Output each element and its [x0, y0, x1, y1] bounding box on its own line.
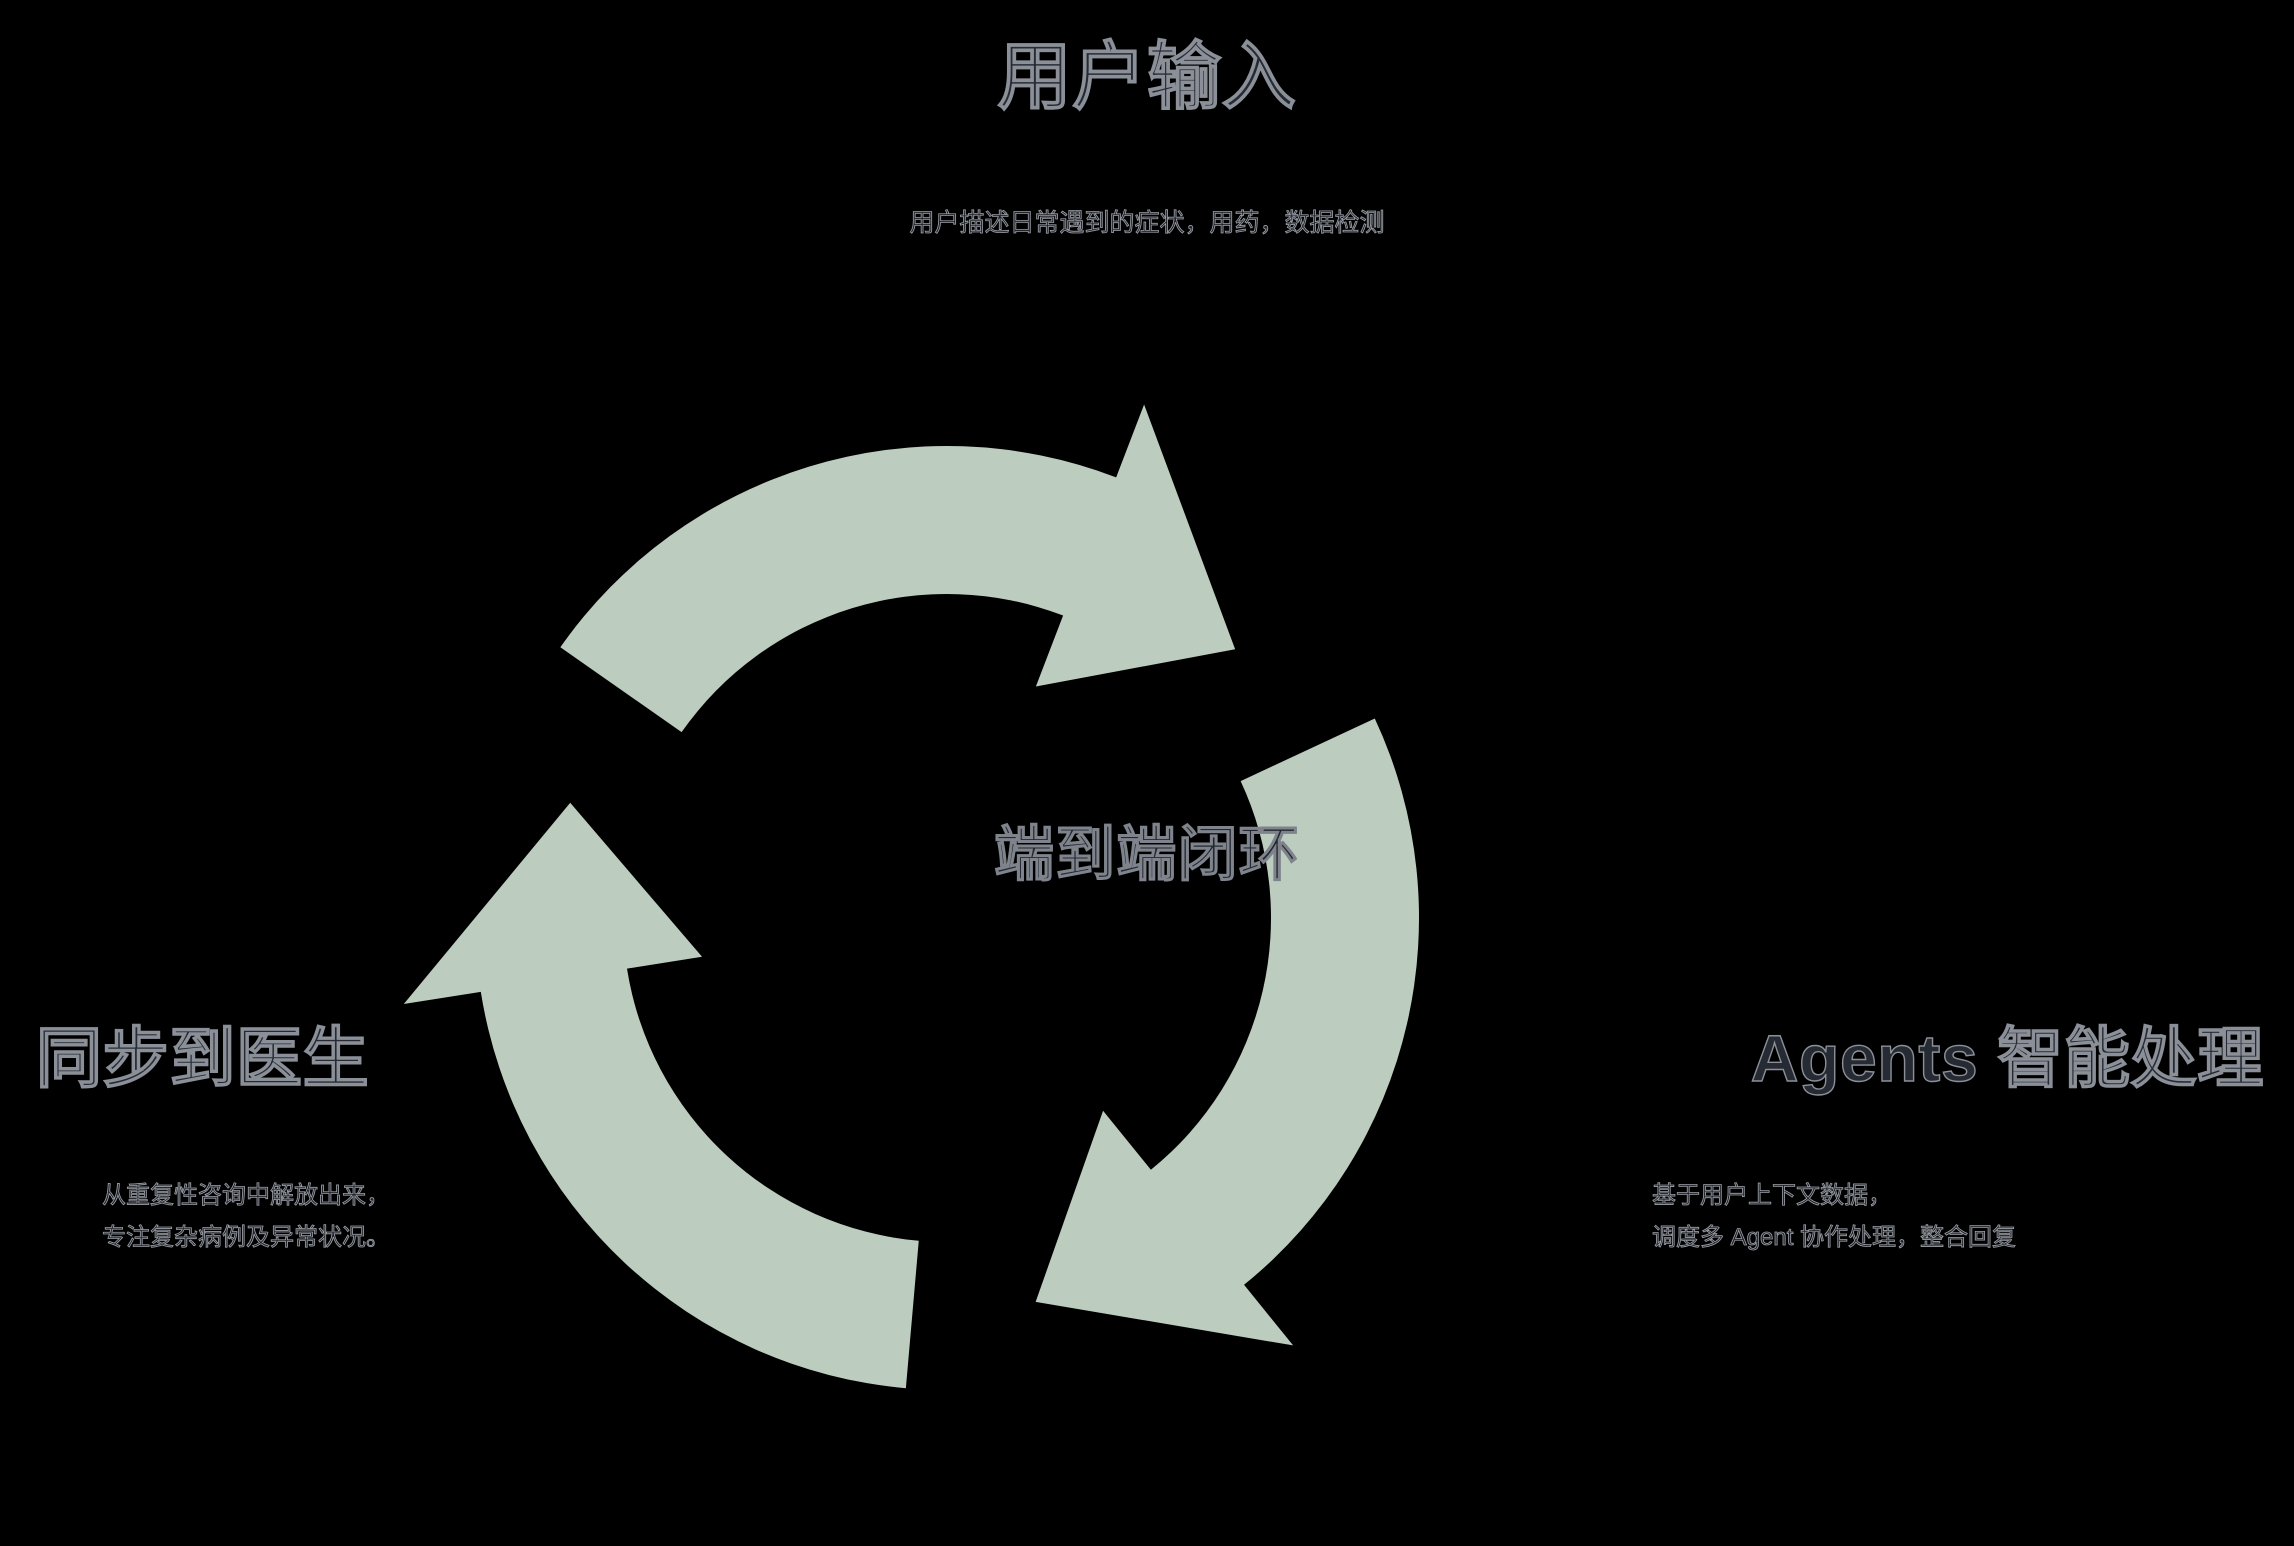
cycle-arrow-doctor-to-user-input	[403, 802, 919, 1389]
center-label: 端到端闭环	[993, 820, 1300, 888]
cycle-arrow-agents-to-doctor	[1035, 718, 1420, 1346]
cycle-arrows-graphic	[403, 404, 1420, 1389]
node-right-subtitle: 基于用户上下文数据， 调度多 Agent 协作处理，整合回复	[1652, 1182, 2017, 1252]
node-right-title: Agents 智能处理	[1750, 1021, 2264, 1095]
cycle-arrow-group	[403, 404, 1420, 1389]
node-left-subtitle: 从重复性咨询中解放出来， 专注复杂病例及异常状况。	[102, 1182, 391, 1252]
node-top-subtitle: 用户描述日常遇到的症状，用药，数据检测	[909, 209, 1385, 238]
node-left-title: 同步到医生	[35, 1021, 370, 1095]
cycle-arrow-user-input-to-agents	[560, 404, 1236, 733]
node-top-title: 用户输入	[997, 35, 1297, 118]
